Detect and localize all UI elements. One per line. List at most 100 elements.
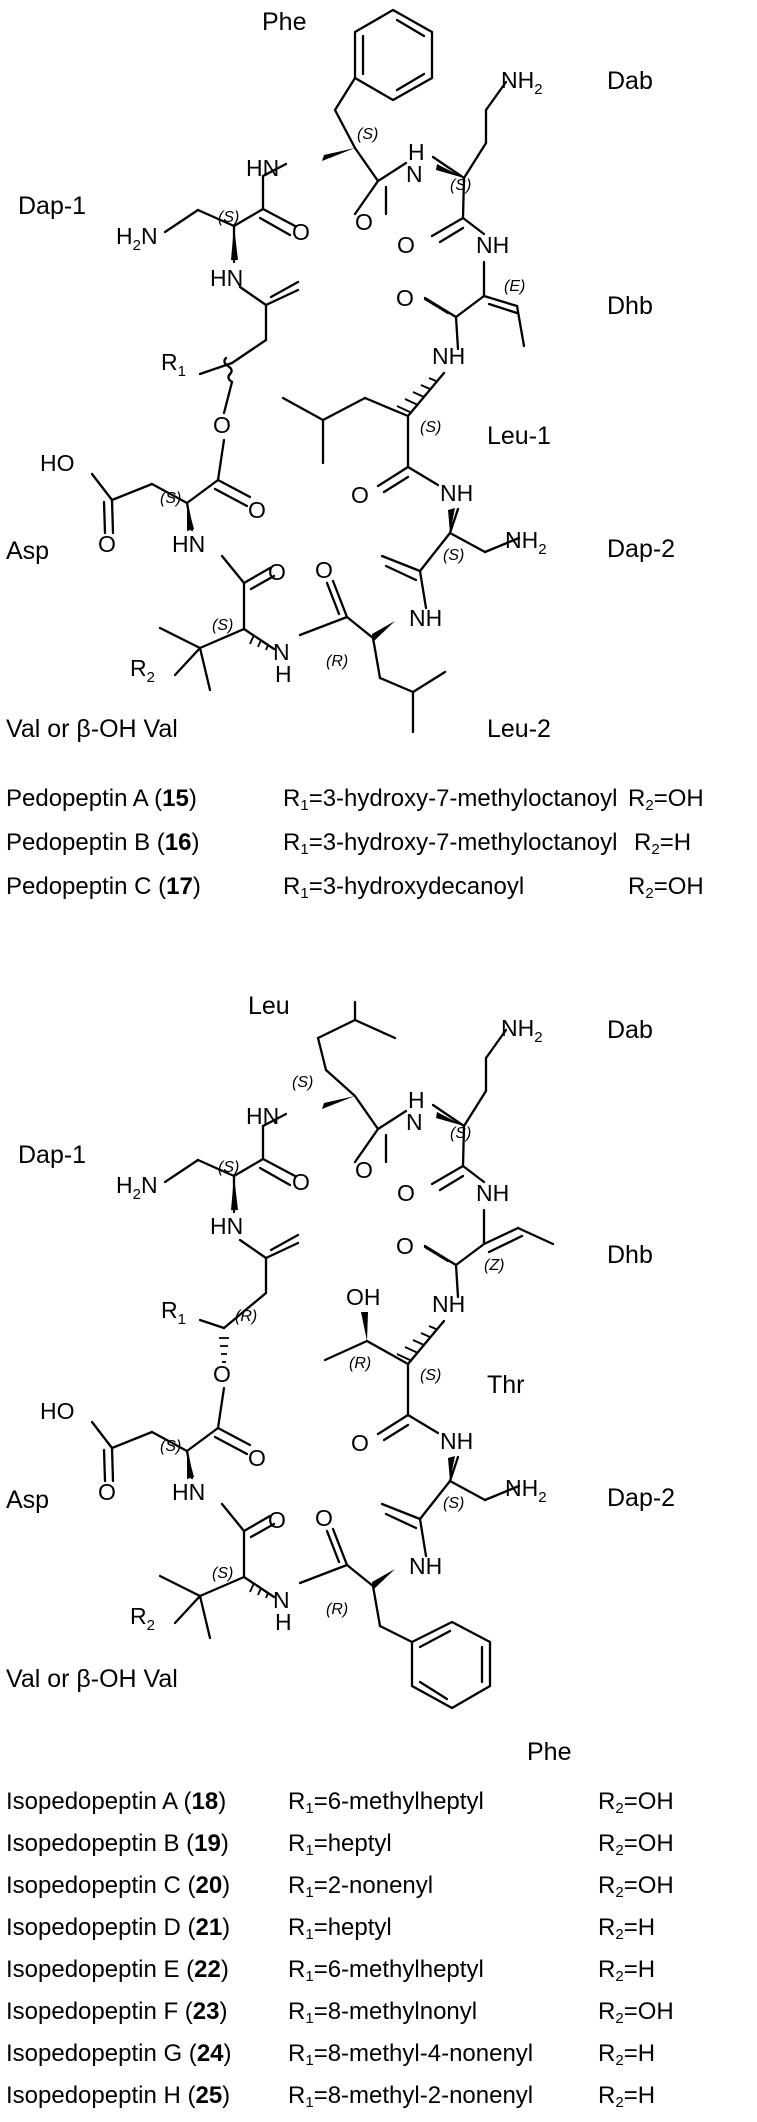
residue-label-leu: Leu [248, 992, 290, 1020]
svg-text:(S): (S) [443, 1495, 464, 1512]
svg-text:O: O [292, 1169, 310, 1195]
compound-r1: R1=8-methyl-4-nonenyl [288, 2040, 534, 2069]
svg-text:(S): (S) [160, 1438, 181, 1455]
svg-text:N: N [273, 1587, 290, 1613]
svg-text:(S): (S) [212, 617, 233, 634]
svg-text:H: H [275, 661, 292, 687]
structure-2-stereo-labels: (S) (S) (S) (Z) (R) (R) (S) (S) (S) (S) … [160, 1074, 504, 1618]
residue-label-dap1: Dap-1 [18, 1141, 86, 1169]
svg-text:(S): (S) [420, 1367, 441, 1384]
compound-r2: R2=OH [598, 1788, 674, 1817]
svg-text:(E): (E) [504, 278, 525, 295]
compound-name: Pedopeptin A (15) [6, 785, 197, 812]
compound-r1: R1=heptyl [288, 1830, 392, 1859]
structure-2-isopedopeptin: Leu Dab Dap-1 Dhb Thr Asp Dap-2 Val or β… [6, 992, 675, 1766]
svg-text:O: O [397, 232, 415, 258]
compound-name: Isopedopeptin B (19) [6, 1830, 229, 1857]
svg-text:O: O [315, 557, 333, 583]
svg-text:NH: NH [440, 1428, 473, 1454]
svg-text:H: H [408, 139, 425, 165]
svg-text:(Z): (Z) [484, 1257, 504, 1274]
svg-text:(S): (S) [218, 1159, 239, 1176]
compound-name: Isopedopeptin E (22) [6, 1956, 229, 1983]
svg-text:O: O [248, 1445, 266, 1471]
svg-text:O: O [292, 219, 310, 245]
svg-text:(R): (R) [326, 653, 348, 670]
compound-r1: R1=3-hydroxy-7-methyloctanoyl [283, 829, 618, 858]
svg-text:NH2: NH2 [505, 527, 547, 558]
residue-label-dhb: Dhb [607, 292, 653, 320]
residue-label-leu2: Leu-2 [487, 715, 551, 743]
compound-r1: R1=6-methylheptyl [288, 1788, 484, 1817]
svg-text:NH: NH [476, 232, 509, 258]
svg-text:HN: HN [246, 155, 279, 181]
svg-text:O: O [351, 1430, 369, 1456]
compound-r2: R2=OH [598, 1872, 674, 1901]
svg-text:OH: OH [346, 1284, 381, 1310]
svg-text:(S): (S) [218, 209, 239, 226]
svg-text:NH2: NH2 [505, 1475, 547, 1506]
svg-text:N: N [406, 1109, 423, 1135]
residue-label-val: Val or β-OH Val [6, 1665, 178, 1693]
svg-text:(S): (S) [420, 419, 441, 436]
svg-text:O: O [396, 1233, 414, 1259]
svg-text:H2N: H2N [116, 223, 158, 254]
compound-name: Pedopeptin C (17) [6, 873, 201, 900]
svg-text:HO: HO [40, 1398, 75, 1424]
svg-text:O: O [213, 1361, 231, 1387]
residue-label-dhb: Dhb [607, 1241, 653, 1269]
compound-r2: R2=H [598, 2082, 656, 2111]
svg-text:O: O [213, 412, 231, 438]
svg-text:NH: NH [476, 1180, 509, 1206]
svg-text:(S): (S) [450, 177, 471, 194]
svg-text:NH: NH [440, 480, 473, 506]
svg-text:(S): (S) [450, 1125, 471, 1142]
svg-text:HO: HO [40, 450, 75, 476]
residue-label-val: Val or β-OH Val [6, 715, 178, 743]
structure-1-bonds [90, 8, 526, 734]
residue-label-dap2: Dap-2 [607, 1484, 675, 1512]
compound-name: Isopedopeptin H (25) [6, 2082, 231, 2109]
structure-2-bonds [90, 1000, 555, 1710]
residue-label-dap2: Dap-2 [607, 535, 675, 563]
svg-text:HN: HN [246, 1103, 279, 1129]
svg-text:HN: HN [172, 531, 205, 557]
compound-r1: R1=8-methyl-2-nonenyl [288, 2082, 534, 2111]
svg-text:O: O [396, 285, 414, 311]
residue-label-leu1: Leu-1 [487, 422, 551, 450]
svg-text:O: O [355, 1157, 373, 1183]
compound-r2: R2=H [598, 1914, 656, 1943]
compound-name: Pedopeptin B (16) [6, 829, 200, 856]
svg-text:(S): (S) [292, 1074, 313, 1091]
structure-1-pedopeptin: Phe Dab Dap-1 Dhb Leu-1 Asp Dap-2 Val or… [6, 8, 675, 743]
svg-text:N: N [273, 639, 290, 665]
svg-text:NH: NH [409, 1553, 442, 1579]
svg-text:H: H [275, 1609, 292, 1635]
residue-label-thr: Thr [487, 1371, 525, 1399]
compound-r1: R1=3-hydroxy-7-methyloctanoyl [283, 785, 618, 814]
structure-1-stereo-labels: (S) (S) (S) (E) (S) (S) (S) (S) (R) [160, 126, 525, 670]
compound-name: Isopedopeptin D (21) [6, 1914, 231, 1941]
svg-text:(S): (S) [212, 1565, 233, 1582]
svg-text:(R): (R) [349, 1355, 371, 1372]
svg-text:O: O [98, 1479, 116, 1505]
svg-text:(S): (S) [443, 547, 464, 564]
svg-text:(R): (R) [235, 1308, 257, 1325]
svg-text:NH: NH [432, 343, 465, 369]
residue-label-asp: Asp [6, 1486, 49, 1514]
compound-r2: R2=OH [598, 1998, 674, 2027]
residue-label-dab: Dab [607, 1016, 653, 1044]
compound-r1: R1=2-nonenyl [288, 1872, 434, 1901]
residue-label-dap1: Dap-1 [18, 192, 86, 220]
svg-text:O: O [268, 559, 286, 585]
svg-text:O: O [315, 1505, 333, 1531]
compound-r1: R1=8-methylnonyl [288, 1998, 478, 2027]
compound-r2: R2=H [598, 1956, 656, 1985]
svg-text:NH2: NH2 [501, 67, 543, 98]
residue-label-phe: Phe [527, 1738, 571, 1766]
compound-name: Isopedopeptin F (23) [6, 1998, 228, 2025]
svg-text:O: O [248, 497, 266, 523]
compound-r1: R1=heptyl [288, 1914, 392, 1943]
svg-text:R2: R2 [130, 1603, 155, 1634]
svg-text:O: O [397, 1180, 415, 1206]
